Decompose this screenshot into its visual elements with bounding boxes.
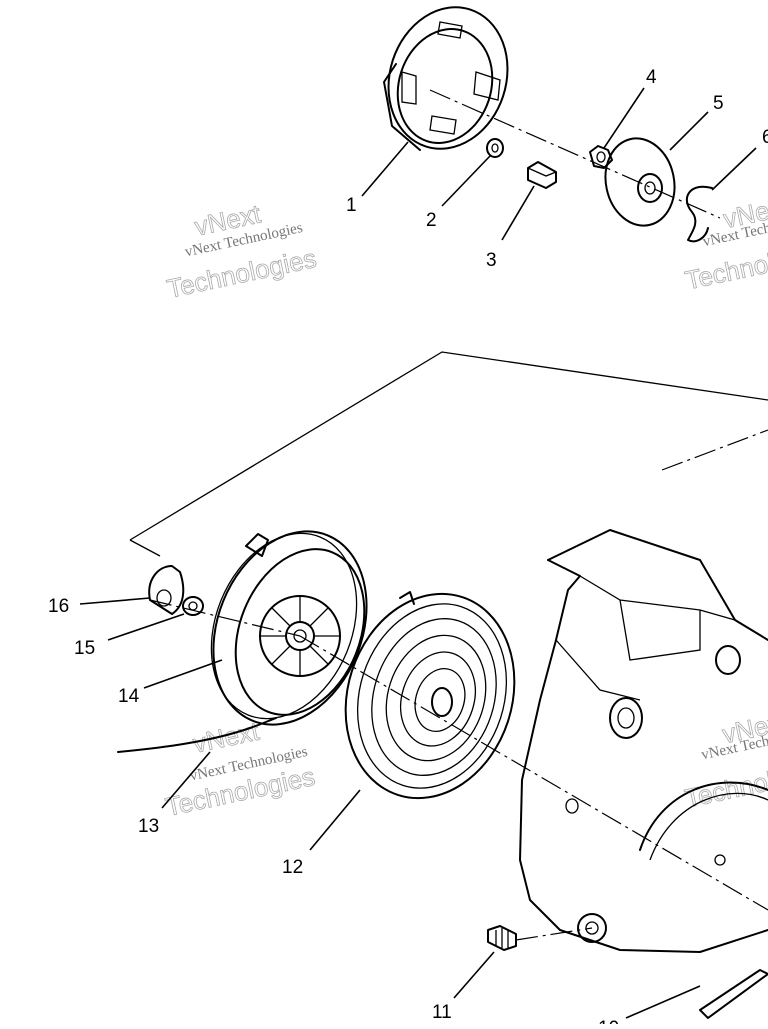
- leader-16: [79, 597, 151, 605]
- frame-outline-top: [129, 351, 768, 541]
- leader-11: [453, 951, 495, 999]
- part-13-rope: [117, 717, 277, 753]
- leader-6: [711, 147, 757, 191]
- leader-10: [625, 985, 701, 1019]
- bracket-axis: [149, 599, 301, 637]
- leader-1: [361, 141, 409, 197]
- leader-12: [309, 789, 361, 851]
- watermark-top-left: vNext vNext Technologies Technologies: [164, 198, 320, 304]
- callout-2: 2: [426, 210, 437, 231]
- lower-assembly-axis: [299, 635, 768, 911]
- callout-5: 5: [713, 93, 724, 114]
- callout-12: 12: [282, 857, 303, 878]
- callout-15: 15: [74, 638, 95, 659]
- callout-1: 1: [346, 195, 357, 216]
- screw-axis: [515, 927, 593, 941]
- watermark-logo-text: vNext: [190, 716, 262, 759]
- watermark-bottom-left: vNext vNext Technologies Technologies: [162, 715, 318, 822]
- part-16-bracket: [148, 565, 185, 615]
- callout-6: 6: [762, 127, 768, 148]
- callout-3: 3: [486, 250, 497, 271]
- leader-5: [669, 111, 709, 151]
- watermark-bottom-right: vNext vNext Technologies Technologies: [682, 706, 768, 814]
- leader-13: [161, 751, 211, 809]
- frame-outline-right: [661, 429, 768, 471]
- leader-15: [107, 613, 185, 641]
- callout-13: 13: [138, 816, 159, 837]
- callout-11: 11: [432, 1002, 452, 1023]
- callout-10: 10: [598, 1018, 619, 1024]
- part-12-recoil-spring: [344, 591, 516, 800]
- leader-2: [441, 155, 491, 207]
- frame-outline-left: [129, 539, 161, 557]
- part-1-starter-cup: [383, 6, 509, 151]
- part-10-starter-housing: [519, 529, 768, 1019]
- top-assembly-axis: [429, 89, 721, 219]
- part-6-clip: [685, 185, 713, 243]
- callout-16: 16: [48, 596, 69, 617]
- part-2-washer: [486, 138, 504, 158]
- callout-4: 4: [646, 67, 657, 88]
- part-3-bolt: [527, 161, 557, 189]
- part-14-rope-pulley: [210, 530, 368, 726]
- callout-14: 14: [118, 686, 140, 707]
- leader-14: [143, 659, 223, 689]
- leader-4: [603, 87, 645, 149]
- part-11-screw: [487, 925, 517, 951]
- part-4-nut: [589, 145, 613, 169]
- part-5-pawl-plate: [604, 137, 676, 227]
- leader-3: [501, 185, 535, 241]
